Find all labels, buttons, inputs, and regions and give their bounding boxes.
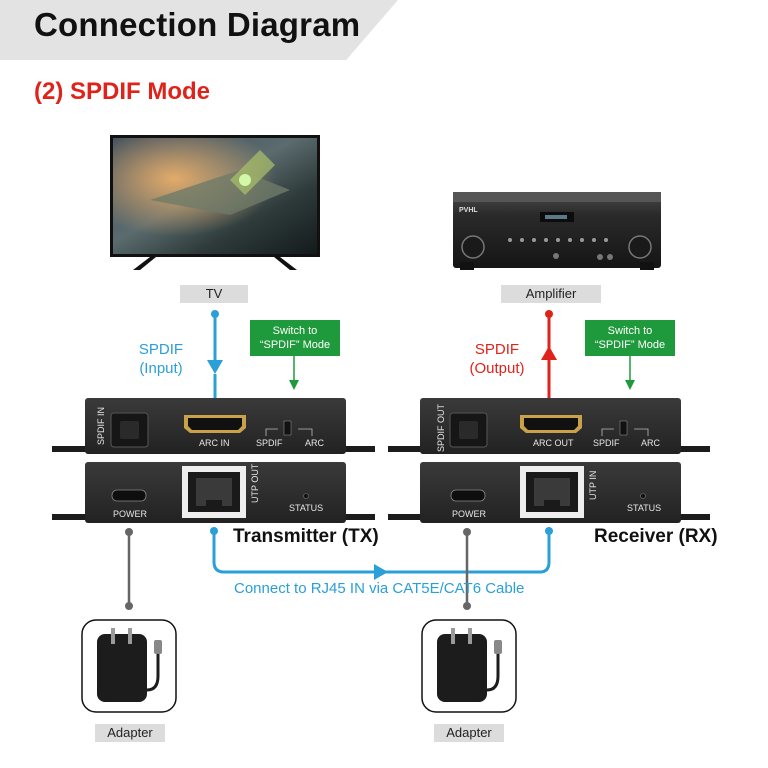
rx-status-label: STATUS (627, 503, 662, 513)
transmitter-title: Transmitter (TX) (233, 526, 379, 547)
switch-note-tx-line2: “SPDIF” Mode (259, 339, 331, 351)
transmitter-bottom-unit (52, 462, 375, 523)
switch-note-rx-line2: “SPDIF” Mode (594, 339, 666, 351)
tv-to-tx-arrow (207, 310, 223, 413)
tx-switch-arc-label: ARC (305, 438, 325, 448)
page-title: Connection Diagram (34, 6, 361, 43)
receiver-bottom-unit (388, 462, 710, 523)
rx-hdmi-port-label: ARC OUT (533, 438, 574, 448)
tv-icon (110, 135, 320, 270)
switch-note-tx: Switch to “SPDIF” Mode (250, 320, 340, 356)
switch-note-arrow-left (289, 356, 299, 390)
left-power-cable (125, 528, 133, 610)
rx-utp-label: UTP IN (588, 470, 598, 500)
rx-spdif-port-label: SPDIF OUT (436, 403, 446, 452)
tx-status-label: STATUS (289, 503, 324, 513)
amplifier-icon (453, 192, 661, 270)
left-adapter-icon (81, 619, 177, 713)
tv-label: TV (180, 285, 248, 303)
rx-switch-arc-label: ARC (641, 438, 661, 448)
spdif-output-line2: (Output) (469, 360, 525, 377)
cable-instruction: Connect to RJ45 IN via CAT5E/CAT6 Cable (234, 580, 525, 597)
right-adapter-icon (421, 619, 517, 713)
cat-cable-line (210, 527, 553, 580)
right-adapter-label: Adapter (434, 724, 504, 742)
rx-power-label: POWER (452, 509, 487, 519)
switch-note-tx-line1: Switch to (272, 325, 318, 337)
rx-switch-spdif-label: SPDIF (593, 438, 620, 448)
tx-utp-label: UTP OUT (250, 463, 260, 503)
spdif-input-label: SPDIF (Input) (126, 340, 196, 378)
transmitter-top-unit (52, 398, 375, 454)
switch-note-rx: Switch to “SPDIF” Mode (585, 320, 675, 356)
receiver-title: Receiver (RX) (594, 526, 718, 547)
spdif-output-line1: SPDIF (474, 341, 520, 358)
spdif-input-line2: (Input) (139, 360, 183, 377)
tx-switch-spdif-label: SPDIF (256, 438, 283, 448)
receiver-top-unit (388, 398, 710, 454)
spdif-output-label: SPDIF (Output) (459, 340, 535, 378)
right-power-cable (463, 528, 471, 610)
amplifier-brand: PVHL (459, 207, 478, 214)
amplifier-label: Amplifier (501, 285, 601, 303)
rx-to-amplifier-arrow (541, 310, 557, 413)
left-adapter-label: Adapter (95, 724, 165, 742)
tx-hdmi-port-label: ARC IN (199, 438, 230, 448)
tx-power-label: POWER (113, 509, 148, 519)
tx-spdif-port-label: SPDIF IN (96, 406, 106, 445)
spdif-input-line1: SPDIF (138, 341, 184, 358)
mode-subtitle: (2) SPDIF Mode (34, 78, 211, 105)
switch-note-arrow-right (625, 356, 635, 390)
header-banner (0, 0, 398, 60)
switch-note-rx-line1: Switch to (607, 325, 653, 337)
